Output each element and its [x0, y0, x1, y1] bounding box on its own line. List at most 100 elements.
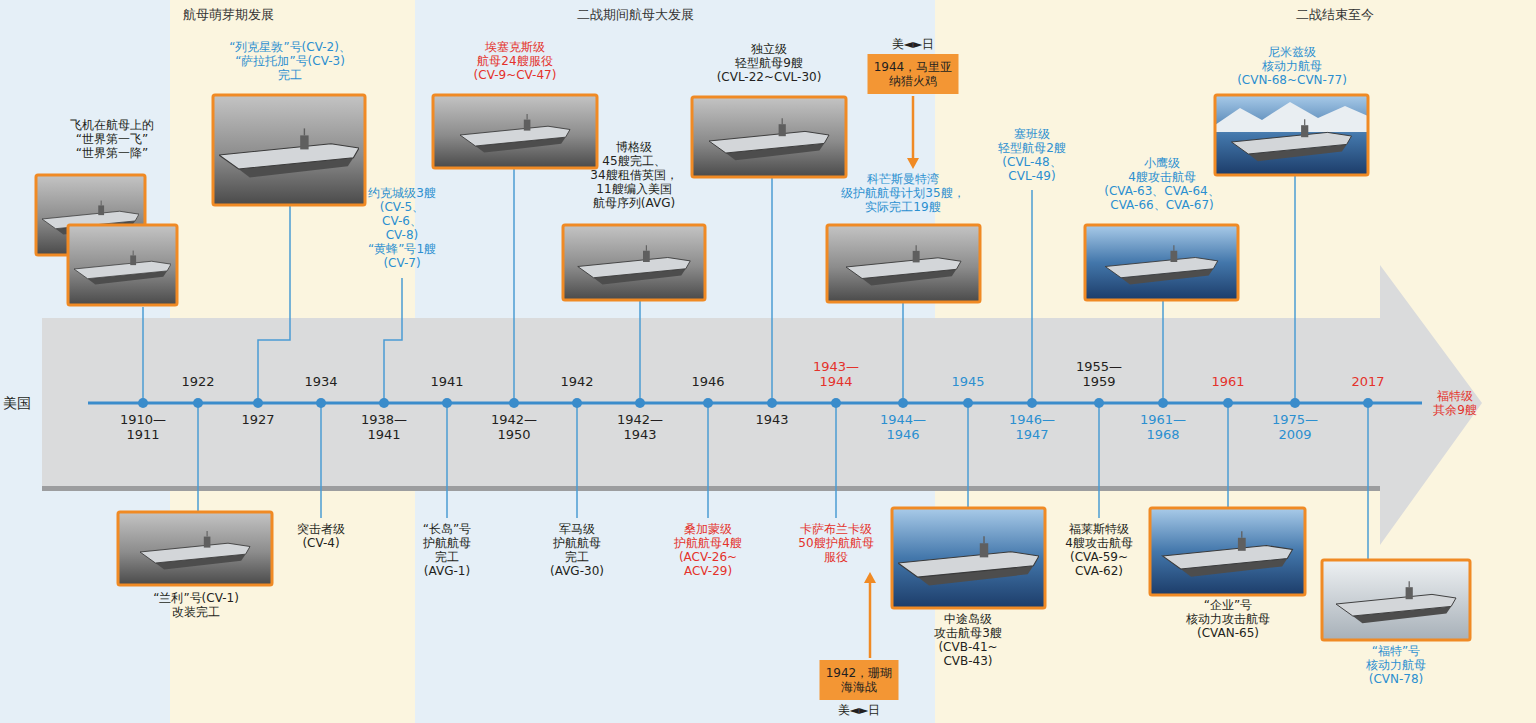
- text-line: 博格级: [590, 140, 677, 154]
- text-line: 航母序列(AVG): [590, 196, 677, 210]
- country-label: 美国: [3, 395, 31, 411]
- text-line: 中途岛级: [934, 612, 1002, 626]
- battle-callout: 美◄►日1944，马里亚 纳猎火鸡: [868, 54, 959, 94]
- text-line: 1959: [1076, 374, 1122, 389]
- year-label: 1942: [560, 374, 593, 389]
- year-label: 1927: [241, 412, 274, 427]
- photo-frame: [213, 95, 365, 205]
- carrier-silhouette: [1163, 531, 1293, 577]
- photo-ground: [692, 97, 846, 177]
- callout-text: 埃塞克斯级 航母24艘服役 (CV-9~CV-47): [474, 40, 557, 82]
- text-line: 1922: [181, 374, 214, 389]
- text-line: (CVA-59~: [1065, 550, 1133, 564]
- text-line: 埃塞克斯级: [474, 40, 557, 54]
- year-label: 1942— 1950: [491, 412, 537, 442]
- text-line: 1942: [560, 374, 593, 389]
- photo-ground: [433, 95, 597, 168]
- year-label: 1943: [755, 412, 788, 427]
- timeline-dot: [253, 398, 263, 408]
- text-line: 科芒斯曼特湾: [841, 172, 964, 186]
- timeline-dot: [442, 398, 452, 408]
- leader-line: [142, 307, 144, 403]
- text-line: 1946: [880, 427, 926, 442]
- carrier-photo: [827, 225, 980, 302]
- text-line: “企业”号: [1186, 598, 1270, 612]
- photo-ground: [563, 225, 705, 300]
- era-heading: 二战结束至今: [1296, 7, 1374, 23]
- year-label: 1943— 1944: [813, 359, 859, 389]
- callout-text: 独立级 轻型航母9艘 (CVL-22~CVL-30): [717, 42, 822, 84]
- text-line: 1975—: [1272, 412, 1318, 427]
- text-line: 1950: [491, 427, 537, 442]
- timeline-dot: [138, 398, 148, 408]
- photo-ground: [892, 508, 1045, 608]
- photo-frame: [1215, 95, 1368, 175]
- text-line: 1955—: [1076, 359, 1122, 374]
- timeline-dot: [1094, 398, 1104, 408]
- text-line: (CVA-63、CVA-64、: [1104, 184, 1219, 198]
- callout-text: 塞班级 轻型航母2艘 (CVL-48、 CVL-49): [998, 127, 1066, 183]
- text-line: 1943—: [813, 359, 859, 374]
- text-line: (CV-7): [368, 256, 436, 270]
- battle-text: 1944，马里亚 纳猎火鸡: [874, 60, 953, 88]
- text-line: 实际完工19艘: [841, 200, 964, 214]
- text-line: 1934: [304, 374, 337, 389]
- text-line: 尼米兹级: [1237, 45, 1347, 59]
- carrier-photo: [213, 95, 365, 205]
- text-line: CVA-66、CVA-67): [1104, 198, 1219, 212]
- leader-line: [902, 302, 904, 403]
- text-line: 1942—: [491, 412, 537, 427]
- carrier-photo: [433, 95, 597, 168]
- text-line: CVL-49): [998, 169, 1066, 183]
- callout-text: 博格级 45艘完工、 34艘租借英国， 11艘编入美国 航母序列(AVG): [590, 140, 677, 210]
- photo-frame: [892, 508, 1045, 608]
- callout-text: “企业”号 核动力攻击航母 (CVAN-65): [1186, 598, 1270, 640]
- photo-ground: [213, 95, 365, 205]
- text-line: 桑加蒙级: [674, 522, 742, 536]
- year-label: 1910— 1911: [120, 412, 166, 442]
- year-label: 1946— 1947: [1009, 412, 1055, 442]
- callout-text: 福莱斯特级 4艘攻击航母 (CVA-59~ CVA-62): [1065, 522, 1133, 578]
- timeline-dot: [572, 398, 582, 408]
- timeline-dot: [963, 398, 973, 408]
- timeline-dot: [831, 398, 841, 408]
- year-label: 1941: [430, 374, 463, 389]
- text-line: 1942，珊瑚: [826, 666, 893, 680]
- leader-line: [258, 205, 290, 403]
- battle-pointer: [907, 96, 919, 169]
- leader-line: [320, 403, 322, 518]
- text-line: (CVB-41~: [934, 640, 1002, 654]
- text-line: 1910—: [120, 412, 166, 427]
- text-line: 突击者级: [297, 522, 345, 536]
- text-line: 航母24艘服役: [474, 54, 557, 68]
- photo-frame: [118, 512, 272, 585]
- text-line: (CV-9~CV-47): [474, 68, 557, 82]
- carrier-silhouette: [74, 251, 171, 285]
- timeline-dot: [1363, 398, 1373, 408]
- pointer-line: [912, 96, 915, 160]
- leader-line: [1294, 175, 1296, 403]
- text-line: (CVAN-65): [1186, 626, 1270, 640]
- text-line: 纳猎火鸡: [874, 74, 953, 88]
- versus-heading: 美◄►日: [838, 703, 880, 717]
- text-line: 1945: [951, 374, 984, 389]
- text-line: 军马级: [550, 522, 604, 536]
- text-line: (ACV-26~: [674, 550, 742, 564]
- callout-text: 约克城级3艘 (CV-5、 CV-6、 CV-8) “黄蜂”号1艘 (CV-7): [368, 186, 436, 270]
- text-line: (AVG-1): [423, 564, 471, 578]
- leader-line: [513, 168, 515, 403]
- carrier-silhouette: [140, 531, 250, 570]
- photo-ground: [1215, 95, 1368, 175]
- text-line: 改装完工: [153, 605, 239, 619]
- carrier-silhouette: [709, 118, 829, 160]
- text-line: “世界第一降”: [70, 146, 154, 160]
- text-line: 美◄►日: [838, 703, 880, 717]
- text-line: (CVN-68~CVN-77): [1237, 73, 1347, 87]
- leader-lines: [143, 168, 1368, 560]
- text-line: 福特级: [1433, 389, 1477, 403]
- carrier-photo: [1215, 95, 1368, 175]
- text-line: 核动力航母: [1237, 59, 1347, 73]
- text-line: 1943: [617, 427, 663, 442]
- callout-text: 飞机在航母上的 “世界第一飞” “世界第一降”: [70, 118, 154, 160]
